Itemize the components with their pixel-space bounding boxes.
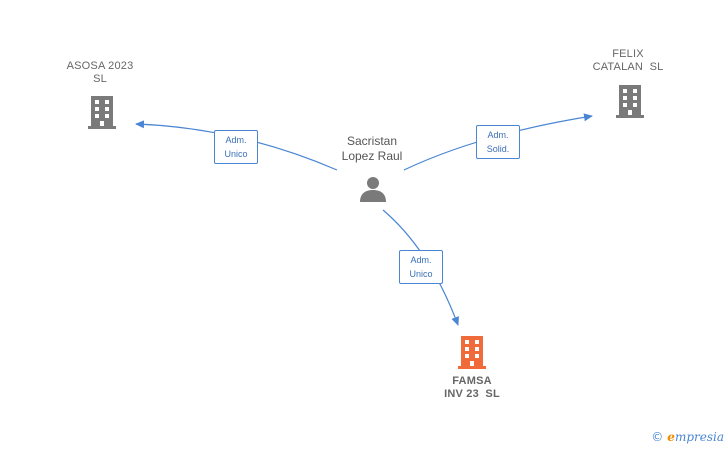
edge-label-to-felix[interactable]: Adm. Solid. bbox=[476, 125, 520, 159]
node-asosa[interactable]: ASOSA 2023 SL bbox=[55, 60, 145, 86]
brand-logo[interactable]: ©empresia bbox=[651, 430, 724, 444]
brand-e: e bbox=[667, 430, 675, 444]
building-icon bbox=[616, 85, 644, 118]
edge-label-to-famsa[interactable]: Adm. Unico bbox=[399, 250, 443, 284]
building-icon bbox=[88, 96, 116, 129]
copyright-icon: © bbox=[651, 430, 664, 444]
node-label-person: Sacristan Lopez Raul bbox=[341, 134, 403, 163]
brand-name: mpresia bbox=[674, 430, 724, 444]
building-icon bbox=[458, 336, 486, 369]
node-felix[interactable]: FELIX CATALAN SL bbox=[580, 48, 676, 74]
node-label-felix: FELIX CATALAN SL bbox=[592, 48, 664, 73]
node-label-famsa: FAMSA INV 23 SL bbox=[444, 375, 500, 400]
person-icon bbox=[360, 177, 386, 202]
edge-label-to-asosa[interactable]: Adm. Unico bbox=[214, 130, 258, 164]
node-label-asosa: ASOSA 2023 SL bbox=[66, 60, 134, 85]
node-famsa[interactable]: FAMSA INV 23 SL bbox=[424, 375, 520, 401]
node-person[interactable]: Sacristan Lopez Raul bbox=[324, 134, 420, 164]
